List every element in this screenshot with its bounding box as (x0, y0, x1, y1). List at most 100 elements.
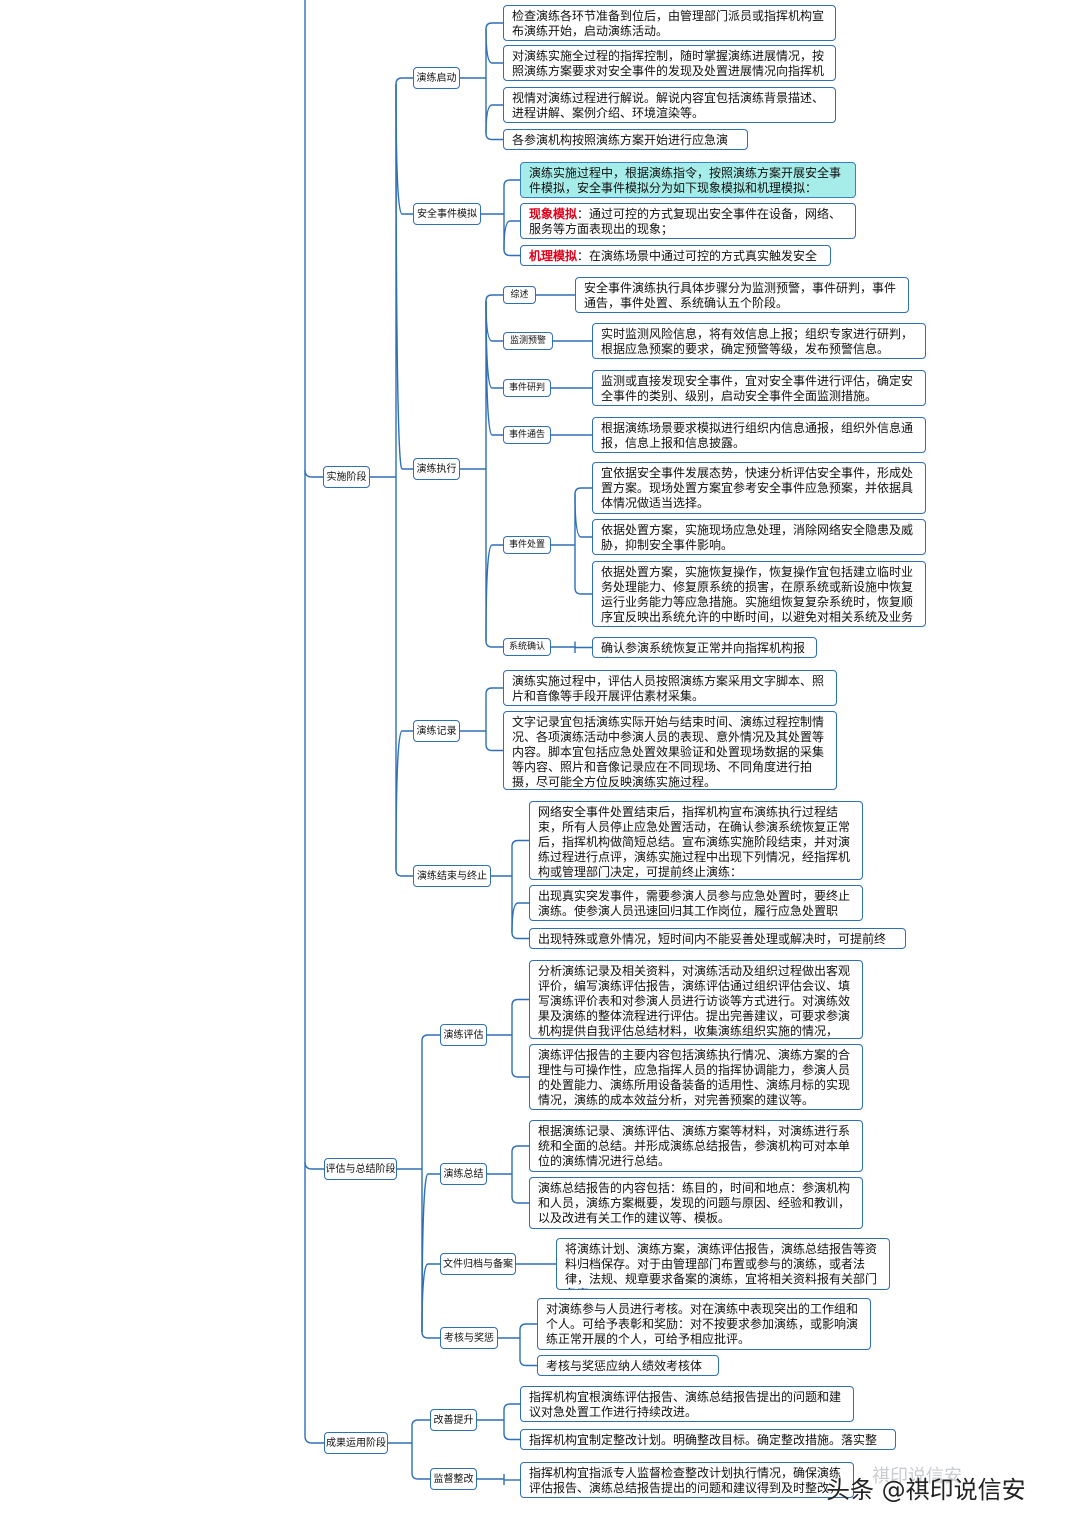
topic-line (519, 1323, 537, 1331)
branch-line (395, 869, 413, 877)
branch-line (395, 83, 413, 215)
topic-line (485, 28, 503, 64)
leaf-text: 演练评估报告的主要内容包括演练执行情况、演练方案的合理性与可操作性，应急指挥人员… (529, 1044, 863, 1110)
topic-line (485, 300, 503, 389)
branch-line (395, 83, 413, 470)
leaf-text: 出现真实突发事件，需要参演人员参与应急处置时，要终止演练。使参演人员迅速回归其工… (529, 885, 863, 921)
branch-line (395, 77, 413, 85)
topic-line (519, 1359, 537, 1367)
branch-line (411, 1472, 430, 1480)
branch-line (395, 730, 413, 871)
topic-line (485, 104, 503, 134)
topic-line (485, 544, 503, 642)
watermark: 头条 @祺印说信安 (826, 1476, 1026, 1504)
leaf-text: 各参演机构按照演练方案开始进行应急演练。 (503, 129, 748, 150)
topic-line (511, 998, 529, 1006)
topic-line (503, 1403, 520, 1411)
leaf-text: 指挥机构宜指派专人监督检查整改计划执行情况，确保演练评估报告、演练总结报告提出的… (520, 1462, 854, 1498)
leaf-text-highlighted: 演练实施过程中，根据演练指令，按照演练方案开展安全事件模拟，安全事件模拟分为如下… (520, 162, 856, 198)
leaf-text: 检查演练各环节准备到位后，由管理部门派员或指挥机构宣布演练开始，启动演练活动。 (503, 5, 836, 41)
branch-line (421, 1034, 440, 1042)
topic-line (503, 249, 520, 257)
subtopic-line (574, 587, 592, 595)
subtopic-line (574, 487, 592, 495)
subtopic-event-analysis[interactable]: 事件研判 (503, 379, 551, 397)
branch-line (411, 1419, 430, 1427)
topic-line (511, 1145, 529, 1153)
subtopic-event-notification[interactable]: 事件通告 (503, 426, 551, 444)
leaf-text: 出现特殊或意外情况，短时间内不能妥善处理或解决时，可提前终止演练。 (529, 928, 906, 949)
topic-supervision-rectification[interactable]: 监督整改 (430, 1468, 477, 1490)
keyword-phenomenon-simulation: 现象模拟 (529, 207, 578, 221)
branch-result-application-phase[interactable]: 成果运用阶段 (324, 1432, 388, 1454)
leaf-text: 安全事件演练执行具体步骤分为监测预警，事件研判，事件通告，事件处置、系统确认五个… (575, 277, 909, 313)
topic-improvement[interactable]: 改善提升 (430, 1409, 477, 1431)
keyword-mechanism-simulation: 机理模拟 (529, 249, 578, 263)
leaf-text: 将演练计划、演练方案，演练评估报告，演练总结报告等资料归档保存。对于由管理部门布… (556, 1238, 890, 1290)
subtopic-event-handling[interactable]: 事件处置 (503, 536, 551, 554)
leaf-text: 对演练参与人员进行考核。对在演练中表现突出的工作组和个人。可给予表彰和奖励：对不… (537, 1298, 871, 1350)
topic-line (503, 220, 520, 250)
leaf-text: 视情对演练过程进行解说。解说内容宜包括演练背景描述、进程讲解、案例介绍、环境渲染… (503, 87, 836, 123)
topic-line (485, 133, 503, 141)
leaf-text: 实时监测风险信息，将有效信息上报；组织专家进行研判，根据应急预案的要求，确定预警… (592, 323, 926, 359)
leaf-text-body: ：在演练场景中通过可控的方式真实触发安全事件， (529, 249, 818, 265)
subtopic-line (574, 493, 592, 538)
branch-implementation-phase[interactable]: 实施阶段 (323, 466, 370, 488)
topic-line (511, 902, 529, 933)
subtopic-overview[interactable]: 综述 (503, 286, 536, 304)
topic-line (511, 932, 529, 940)
topic-line (485, 640, 503, 648)
subtopic-monitoring-warning[interactable]: 监测预警 (503, 332, 553, 350)
subtopic-system-confirmation[interactable]: 系统确认 (503, 638, 551, 656)
leaf-text: 现象模拟：通过可控的方式复现出安全事件在设备，网络、服务等方面表现出的现象； (520, 203, 856, 239)
topic-line (511, 839, 529, 847)
topic-drill-execution[interactable]: 演练执行 (413, 458, 460, 480)
leaf-text: 根据演练记录、演练评估、演练方案等材料，对演练进行系统和全面的总结。并形成演练总… (529, 1120, 863, 1172)
branch-evaluation-summary-phase[interactable]: 评估与总结阶段 (324, 1158, 397, 1180)
leaf-text-body: ：通过可控的方式复现出安全事件在设备，网络、服务等方面表现出的现象； (529, 207, 842, 236)
leaf-text: 网络安全事件处置结束后，指挥机构宣布演练执行过程结束，所有人员停止应急处置活动，… (529, 801, 863, 880)
branch-line (421, 1263, 440, 1333)
trunk-line (304, 0, 324, 1444)
topic-line (503, 179, 520, 187)
leaf-text: 指挥机构宜根演练评估报告、演练总结报告提出的问题和建议对急处置工作进行持续改进。 (520, 1386, 854, 1422)
topic-line (485, 300, 503, 342)
leaf-text: 根据演练场景要求模拟进行组织内信息通报，组织外信息通报，信息上报和信息披露。 (592, 417, 926, 453)
leaf-text: 文字记录宜包括演练实际开始与结束时间、演练过程控制情况、各项演练活动中参演人员的… (503, 711, 837, 790)
topic-line (503, 1433, 520, 1441)
topic-line (511, 1070, 529, 1078)
topic-drill-evaluation[interactable]: 演练评估 (440, 1024, 487, 1046)
faint-watermark: 祺印说信安 (872, 1466, 962, 1487)
topic-line (485, 300, 503, 436)
topic-line (511, 1196, 529, 1204)
branch-line (421, 1173, 440, 1333)
topic-drill-end-termination[interactable]: 演练结束与终止 (413, 865, 491, 887)
leaf-text: 依据处置方案，实施恢复操作，恢复操作宜包括建立临时业务处理能力、修复原系统的损害… (592, 561, 926, 627)
topic-drill-summary[interactable]: 演练总结 (440, 1163, 487, 1185)
topic-drill-record[interactable]: 演练记录 (413, 720, 460, 742)
topic-drill-start[interactable]: 演练启动 (413, 67, 460, 89)
topic-assessment-rewards[interactable]: 考核与奖惩 (440, 1327, 498, 1349)
leaf-text: 机理模拟：在演练场景中通过可控的方式真实触发安全事件， (520, 245, 831, 266)
leaf-text: 考核与奖惩应纳人绩效考核体系。 (537, 1355, 719, 1376)
topic-line (485, 294, 503, 302)
branch-line (421, 1331, 440, 1339)
leaf-text: 演练总结报告的内容包括：练目的，时间和地点：参演机构和人员，演练方案概要，发现的… (529, 1177, 863, 1229)
topic-archive-filing[interactable]: 文件归档与备案 (440, 1253, 516, 1275)
trunk-line (304, 1161, 324, 1170)
topic-line (485, 687, 503, 695)
leaf-text: 依据处置方案，实施现场应急处理，消除网络安全隐患及威胁，抑制安全事件影响。 (592, 519, 926, 555)
leaf-text: 演练实施过程中，评估人员按照演练方案采用文字脚本、照片和音像等手段开展评估素材采… (503, 670, 837, 706)
topic-line (485, 744, 503, 752)
topic-security-event-simulation[interactable]: 安全事件模拟 (413, 203, 481, 225)
leaf-text: 监测或直接发现安全事件，宜对安全事件进行评估，确定安全事件的类别、级别，启动安全… (592, 370, 926, 406)
leaf-text: 对演练实施全过程的指挥控制，随时掌握演练进展情况，按照演练方案要求对安全事件的发… (503, 45, 836, 81)
leaf-text: 确认参演系统恢复正常并向指挥机构报告。 (592, 637, 817, 658)
topic-line (485, 22, 503, 30)
leaf-text: 宜依据安全事件发展态势，快速分析评估安全事件，形成处置方案。现场处置方案宜参考安… (592, 462, 926, 514)
leaf-text: 指挥机构宜制定整改计划。明确整改目标。确定整改措施。落实整改资金。 (520, 1429, 896, 1450)
trunk-line (304, 469, 323, 478)
leaf-text: 分析演练记录及相关资料，对演练活动及组织过程做出客观评价，编写演练评估报告，演练… (529, 960, 863, 1039)
